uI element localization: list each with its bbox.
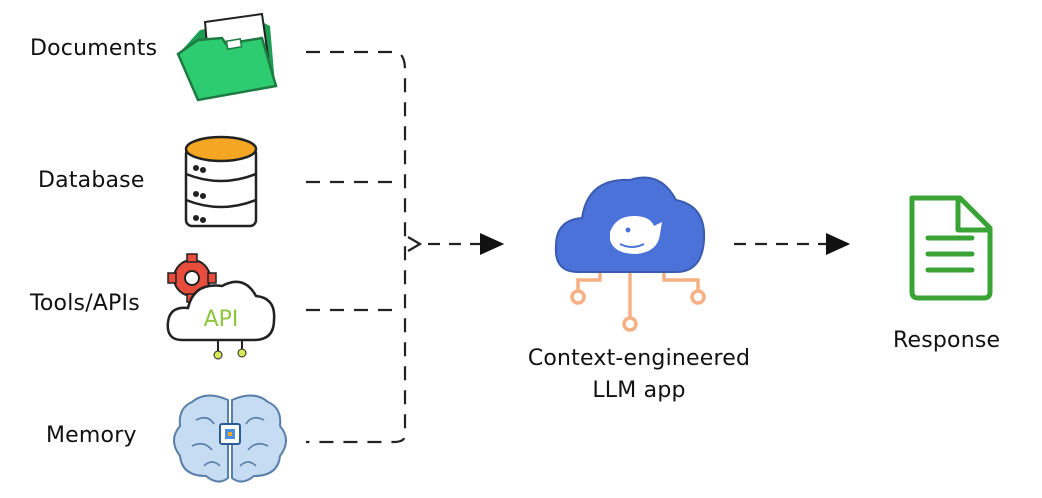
api-cloud-gear-icon: API [166,253,276,360]
label-app-line2: LLM app [592,378,686,403]
label-database: Database [38,168,145,193]
circuit-lines [576,270,700,318]
brain-chip-icon [173,394,287,483]
document-icon [909,195,993,301]
cloud-whale-icon [554,176,706,332]
api-text: API [204,307,239,332]
label-response: Response [893,328,1001,353]
label-memory: Memory [46,423,137,448]
folder-icon [176,12,278,102]
label-app: Context-engineered LLM app [504,343,774,407]
label-app-line1: Context-engineered [527,346,751,371]
label-documents: Documents [30,36,158,61]
whale-logo [610,216,662,254]
connectors [306,50,407,444]
label-tools: Tools/APIs [30,291,140,316]
merge-chevron [407,236,423,252]
database-icon [184,135,258,228]
gear-icon [167,253,217,303]
connector-documents [306,50,407,444]
